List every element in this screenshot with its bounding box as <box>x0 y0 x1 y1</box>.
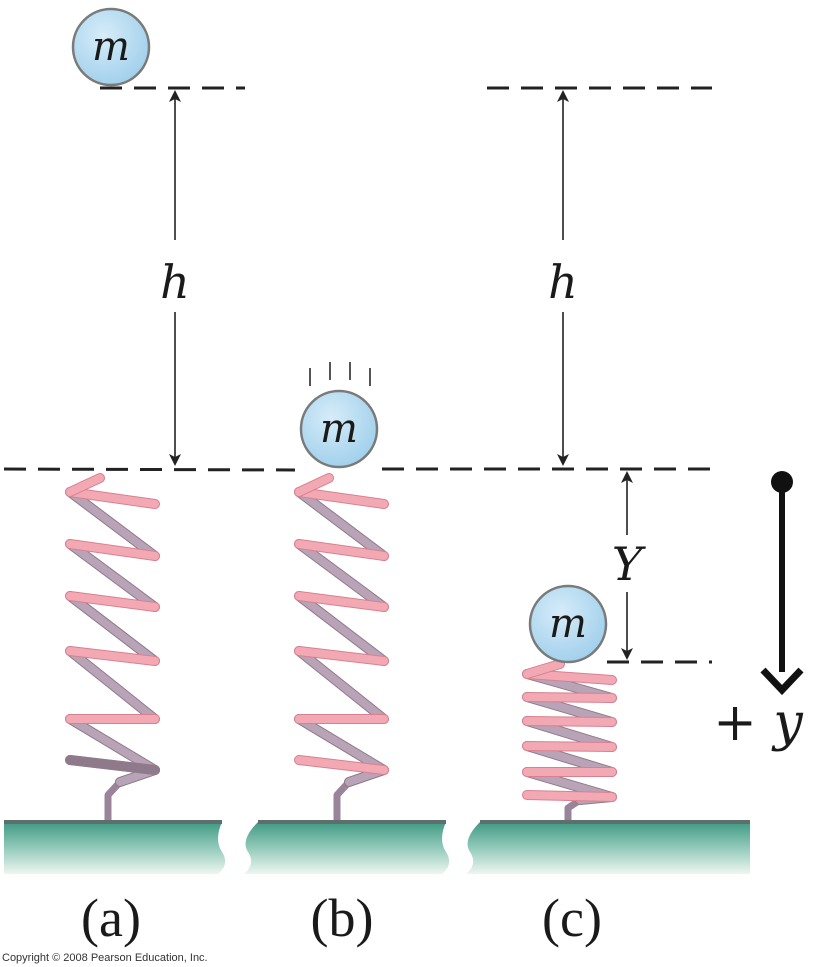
mass-label-c: m <box>549 601 587 647</box>
spring-top-dashed-line <box>3 467 296 472</box>
spring-a <box>65 473 160 822</box>
height-label-c: h <box>548 255 578 309</box>
down-arrow-icon <box>760 471 804 696</box>
panel-label-b: (b) <box>311 888 374 948</box>
axis-label: + y <box>713 693 803 753</box>
mass-a <box>71 7 151 87</box>
height-label-a: h <box>160 255 190 309</box>
mass-label-b: m <box>320 406 358 452</box>
ground-b <box>244 820 450 874</box>
panel-label-c: (c) <box>542 888 602 948</box>
spring-c <box>522 659 617 822</box>
falling-motion-lines-icon <box>309 362 371 386</box>
copyright-notice: Copyright © 2008 Pearson Education, Inc. <box>2 952 208 964</box>
spring-b <box>294 473 389 822</box>
ground-c <box>466 820 750 874</box>
mass-label-a: m <box>92 24 130 70</box>
panel-label-a: (a) <box>81 888 141 948</box>
ground-a <box>4 820 226 874</box>
mass-b <box>299 389 379 469</box>
compression-label: Y <box>612 537 647 591</box>
mass-c <box>528 584 608 664</box>
